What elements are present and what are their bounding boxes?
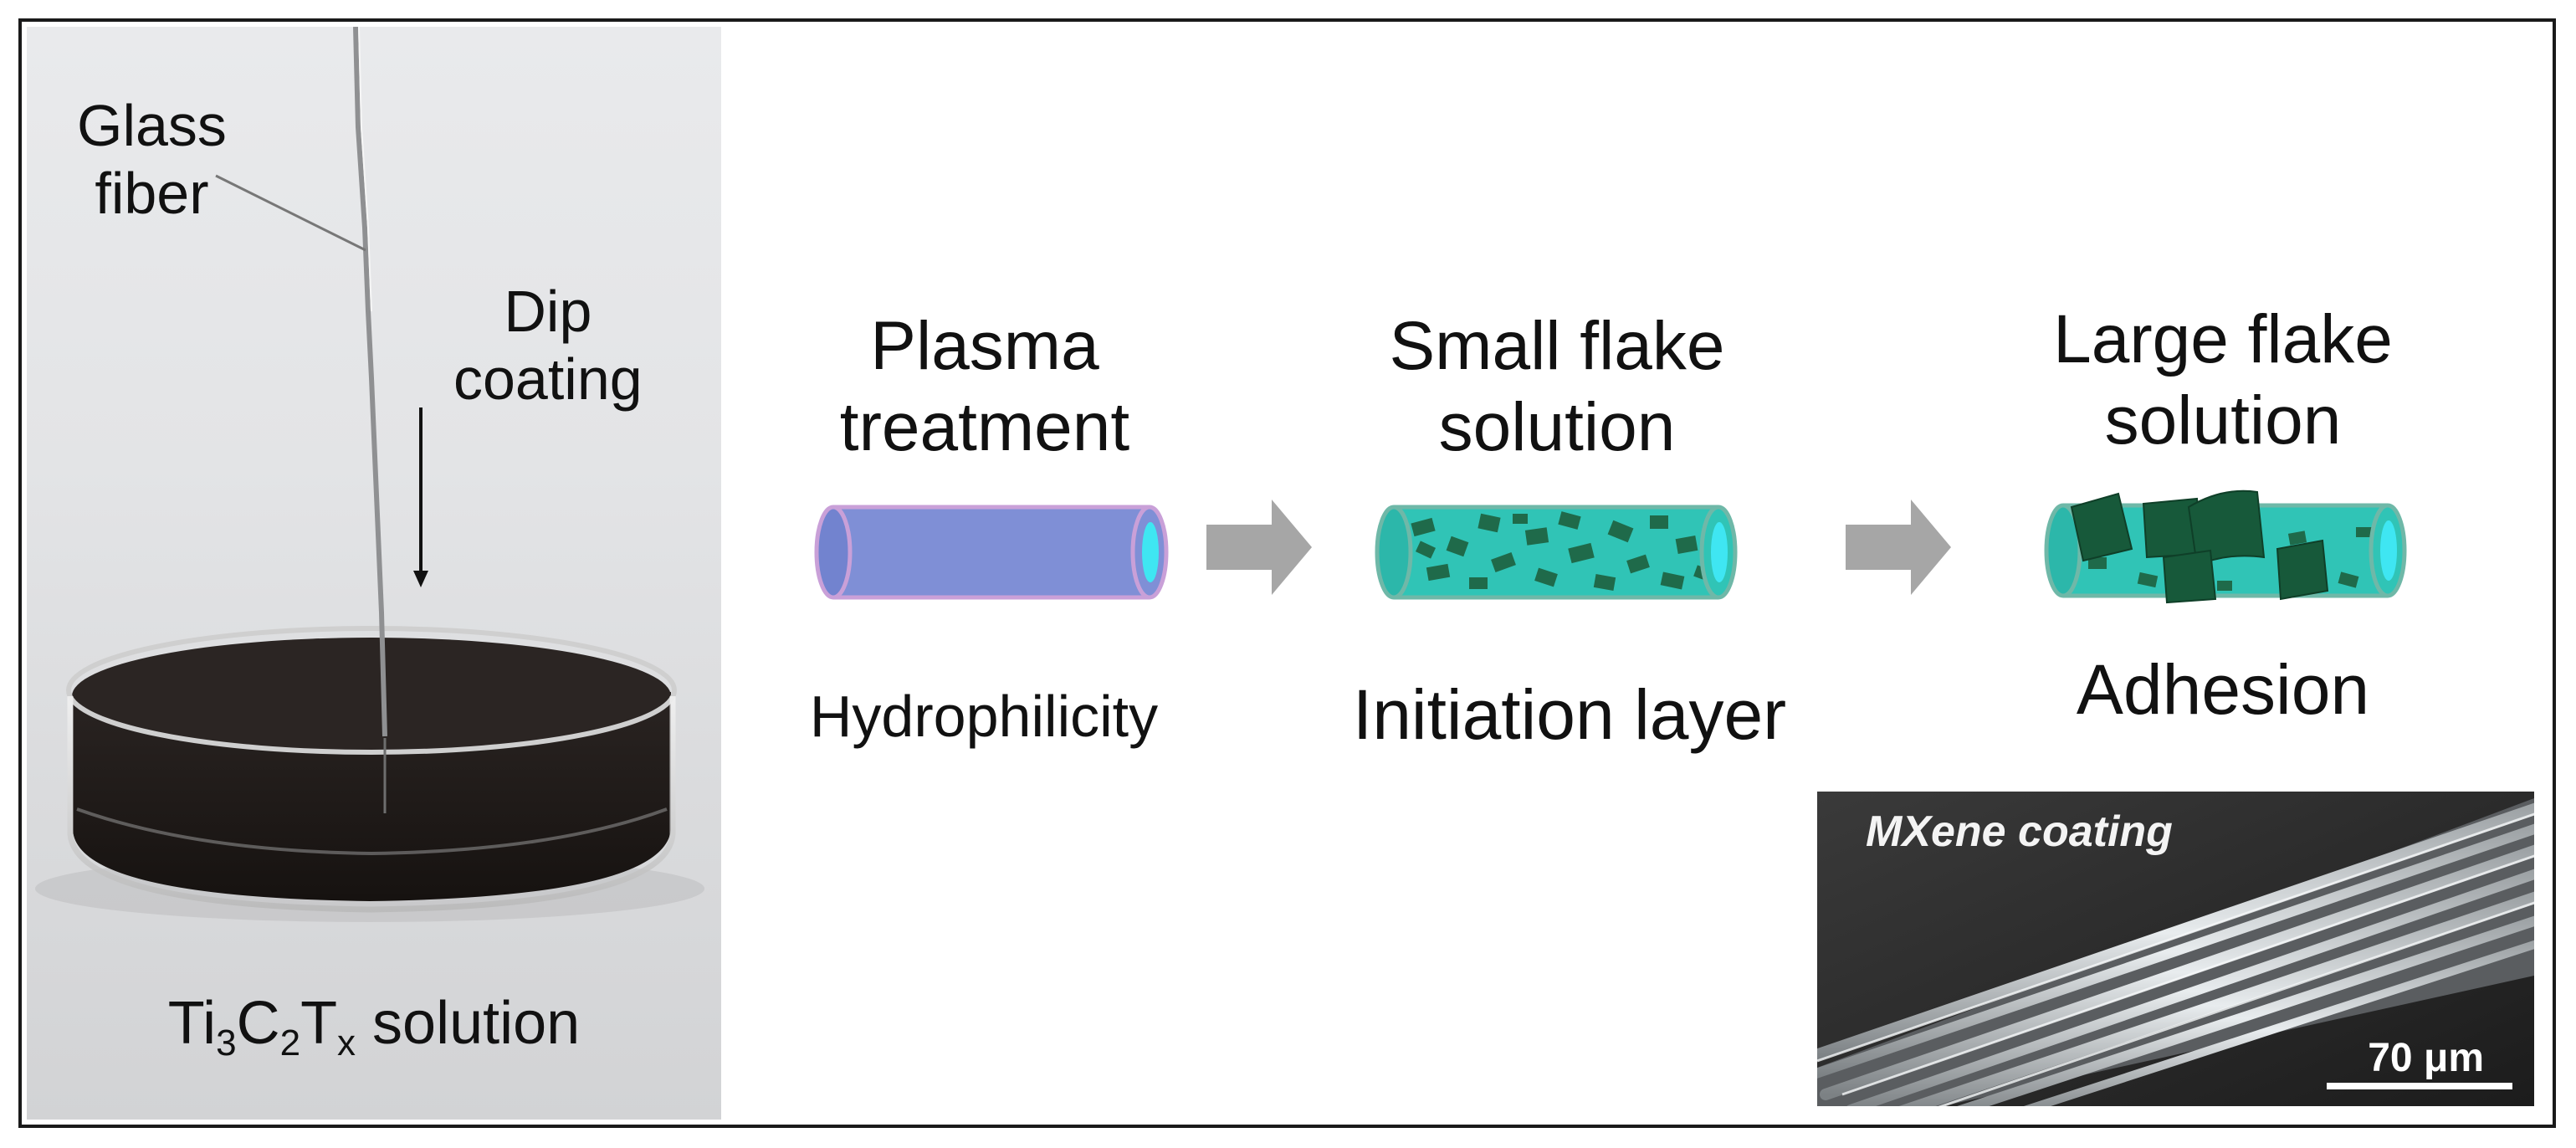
petri-dish-illustration	[35, 27, 704, 922]
solution-label-sub2: 2	[279, 1022, 301, 1063]
solution-label-sub3: x	[337, 1022, 356, 1063]
step3-title-line1: Large flake	[2053, 301, 2393, 377]
glass-fiber-label-line1: Glass	[77, 93, 227, 158]
plasma-treated-fiber	[814, 505, 1169, 600]
step1-title-line1: Plasma	[870, 308, 1099, 384]
micrograph-image	[1817, 792, 2534, 1106]
dip-coating-photo: Glass fiber Dip coating Ti3C2Tx solution	[27, 27, 721, 1120]
solution-label-c: C	[236, 990, 280, 1057]
small-flake-coated-fiber	[1375, 505, 1738, 600]
scale-bar-label: 70 μm	[2368, 1036, 2484, 1080]
scale-bar	[2327, 1083, 2512, 1089]
arrow-right-icon	[1206, 500, 1312, 595]
dip-coating-label-line1: Dip	[504, 279, 592, 344]
large-flake-coated-fiber	[2044, 489, 2407, 604]
dip-coating-label-line2: coating	[453, 346, 643, 412]
step3-title-line2: solution	[2104, 382, 2342, 459]
solution-label-ti: Ti	[167, 990, 217, 1057]
mxene-micrograph: MXene coating 70 μm	[1817, 792, 2534, 1106]
micrograph-label: MXene coating	[1866, 807, 2173, 856]
dip-coating-label: Dip coating	[453, 278, 643, 413]
step2-title: Small flake solution	[1335, 306, 1779, 469]
step2-title-line1: Small flake	[1389, 308, 1725, 384]
figure-frame: Glass fiber Dip coating Ti3C2Tx solution…	[18, 18, 2556, 1128]
glass-fiber-label-line2: fiber	[95, 160, 209, 226]
arrow-right-icon	[1846, 500, 1951, 595]
solution-label: Ti3C2Tx solution	[27, 989, 721, 1064]
step2-title-line2: solution	[1438, 388, 1676, 465]
glass-fiber-label: Glass fiber	[77, 92, 227, 227]
solution-label-rest: solution	[356, 990, 581, 1057]
step1-caption: Hydrophilicity	[809, 684, 1159, 749]
step3-title: Large flake solution	[2001, 300, 2445, 462]
solution-label-sub1: 3	[216, 1022, 237, 1063]
step1-title-line2: treatment	[839, 388, 1130, 465]
step2-caption: Initiation layer	[1352, 675, 1787, 754]
step1-title: Plasma treatment	[805, 306, 1165, 469]
step3-caption: Adhesion	[2076, 650, 2370, 729]
solution-label-t: T	[300, 990, 338, 1057]
